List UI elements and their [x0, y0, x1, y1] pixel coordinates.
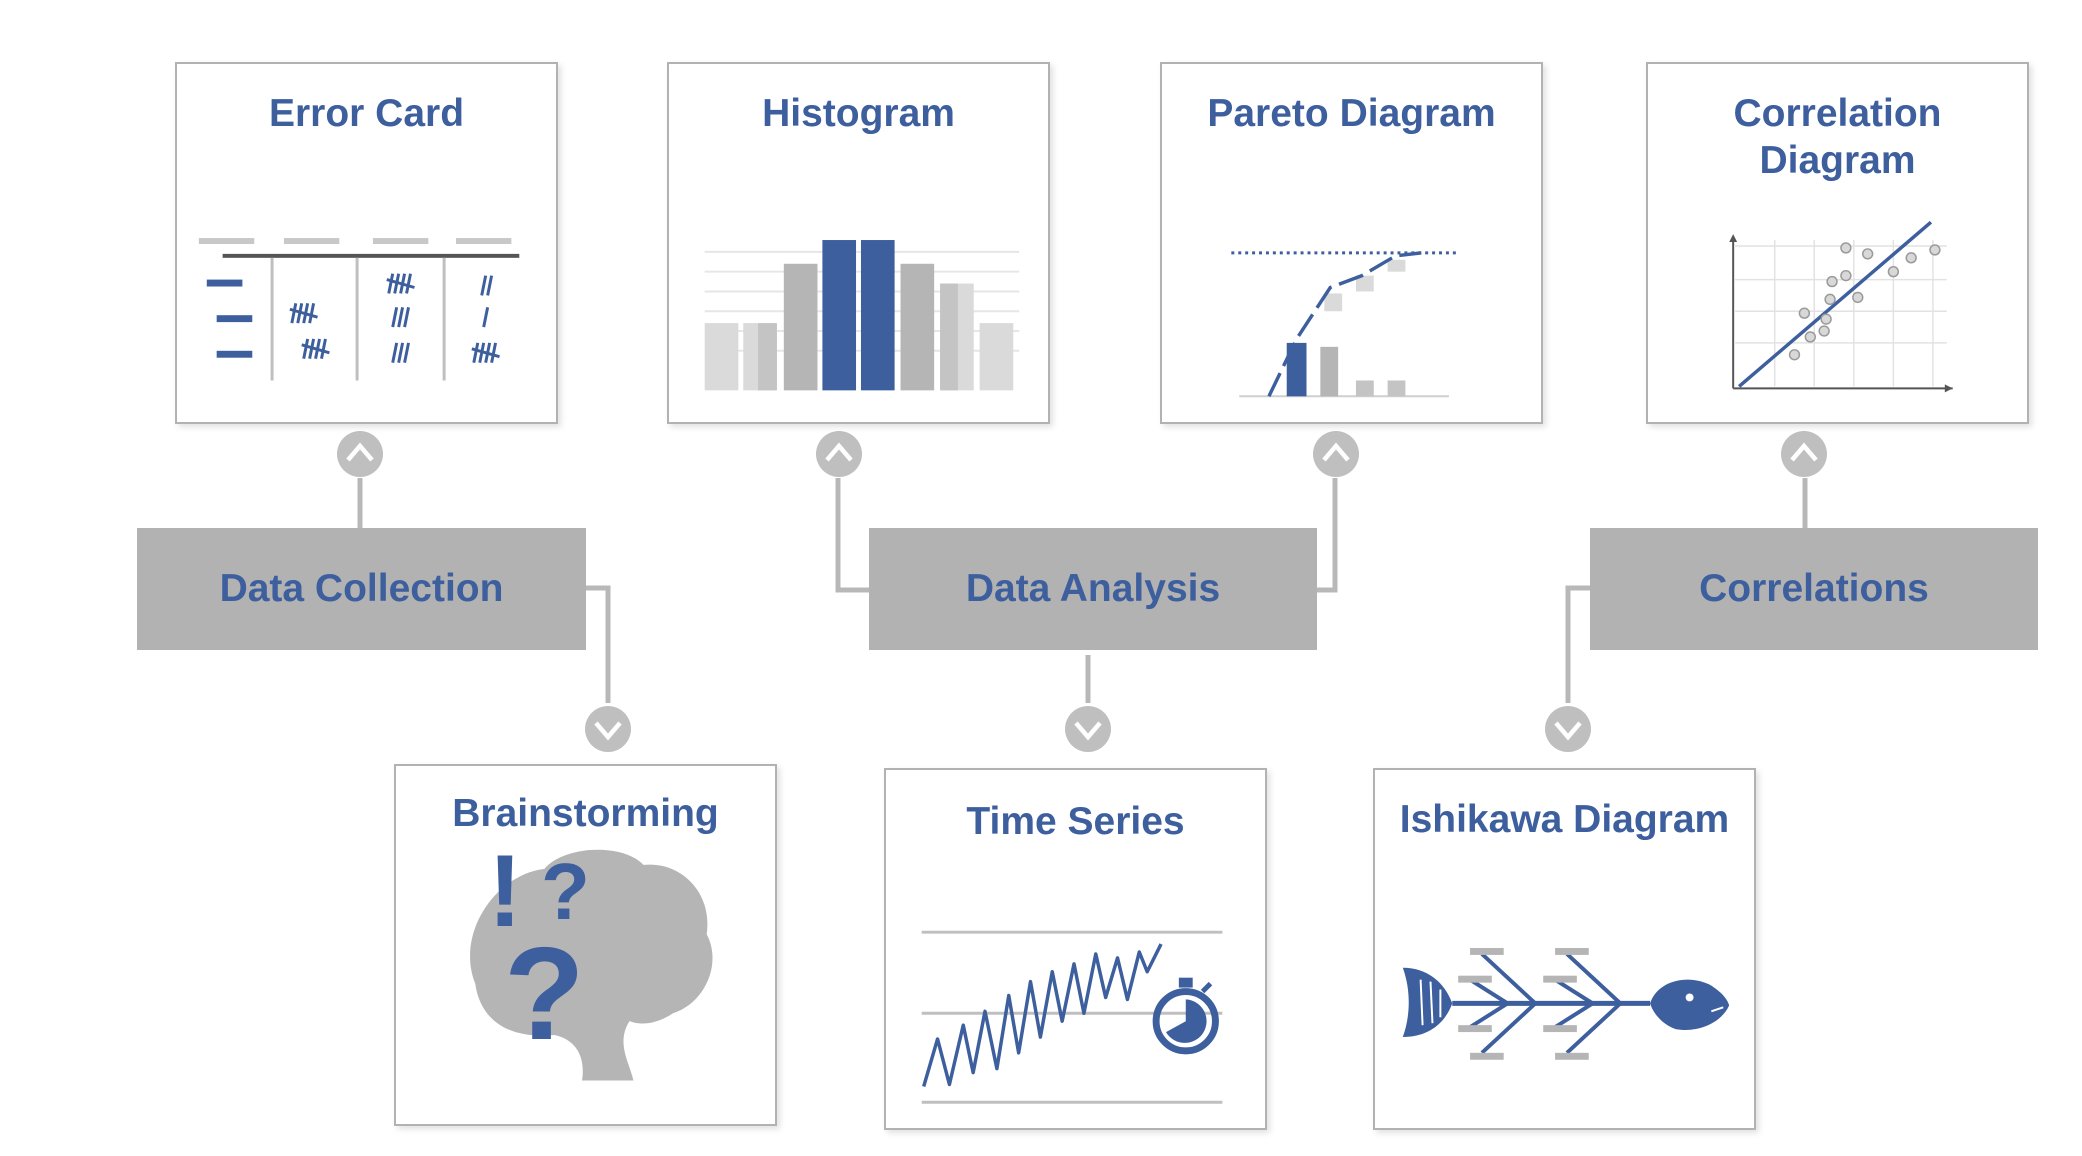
scatter-plot-icon	[1729, 220, 1953, 393]
chevron-up-icon	[816, 431, 862, 477]
category-data-collection: Data Collection	[137, 528, 586, 650]
card-title: Error Card	[268, 92, 465, 135]
card-title-line-2: Diagram	[1759, 139, 1916, 182]
chevron-down-icon	[1545, 706, 1591, 752]
card-title: Brainstorming	[452, 792, 719, 835]
chevron-up-icon	[337, 431, 383, 477]
card-title: Pareto Diagram	[1207, 92, 1496, 135]
category-label: Data Analysis	[965, 567, 1221, 610]
card-error-card: Error Card	[175, 62, 558, 424]
exclamation-mark-glyph: !	[488, 834, 522, 948]
category-label: Correlations	[1699, 567, 1929, 610]
category-correlations: Correlations	[1590, 528, 2038, 650]
pareto-icon	[1231, 251, 1459, 398]
time-series-icon	[921, 930, 1223, 1104]
chevron-down-icon	[585, 706, 631, 752]
tally-sheet-icon	[198, 238, 520, 381]
card-correlation-diagram: Correlation Diagram	[1646, 62, 2029, 424]
card-histogram: Histogram	[667, 62, 1050, 424]
category-label: Data Collection	[219, 567, 504, 610]
category-data-analysis: Data Analysis	[869, 528, 1317, 650]
chevron-up-icon	[1781, 431, 1827, 477]
card-time-series: Time Series	[884, 768, 1267, 1130]
chevron-down-icon	[1065, 706, 1111, 752]
card-title-line-1: Correlation	[1733, 92, 1942, 135]
card-brainstorming: ! ? ? Brainstorming	[394, 764, 777, 1126]
card-title: Histogram	[762, 92, 955, 135]
brain-icon	[470, 849, 713, 1081]
chevron-up-icon	[1313, 431, 1359, 477]
question-mark-glyph-large: ?	[504, 920, 585, 1067]
card-title: Time Series	[966, 800, 1185, 843]
histogram-icon	[704, 240, 1020, 391]
fishbone-icon	[1402, 948, 1730, 1060]
stopwatch-icon	[1152, 977, 1219, 1055]
card-pareto-diagram: Pareto Diagram	[1160, 62, 1543, 424]
card-title: Ishikawa Diagram	[1399, 798, 1730, 841]
card-ishikawa-diagram: Ishikawa Diagram	[1373, 768, 1756, 1130]
question-mark-glyph-small: ?	[541, 847, 590, 936]
